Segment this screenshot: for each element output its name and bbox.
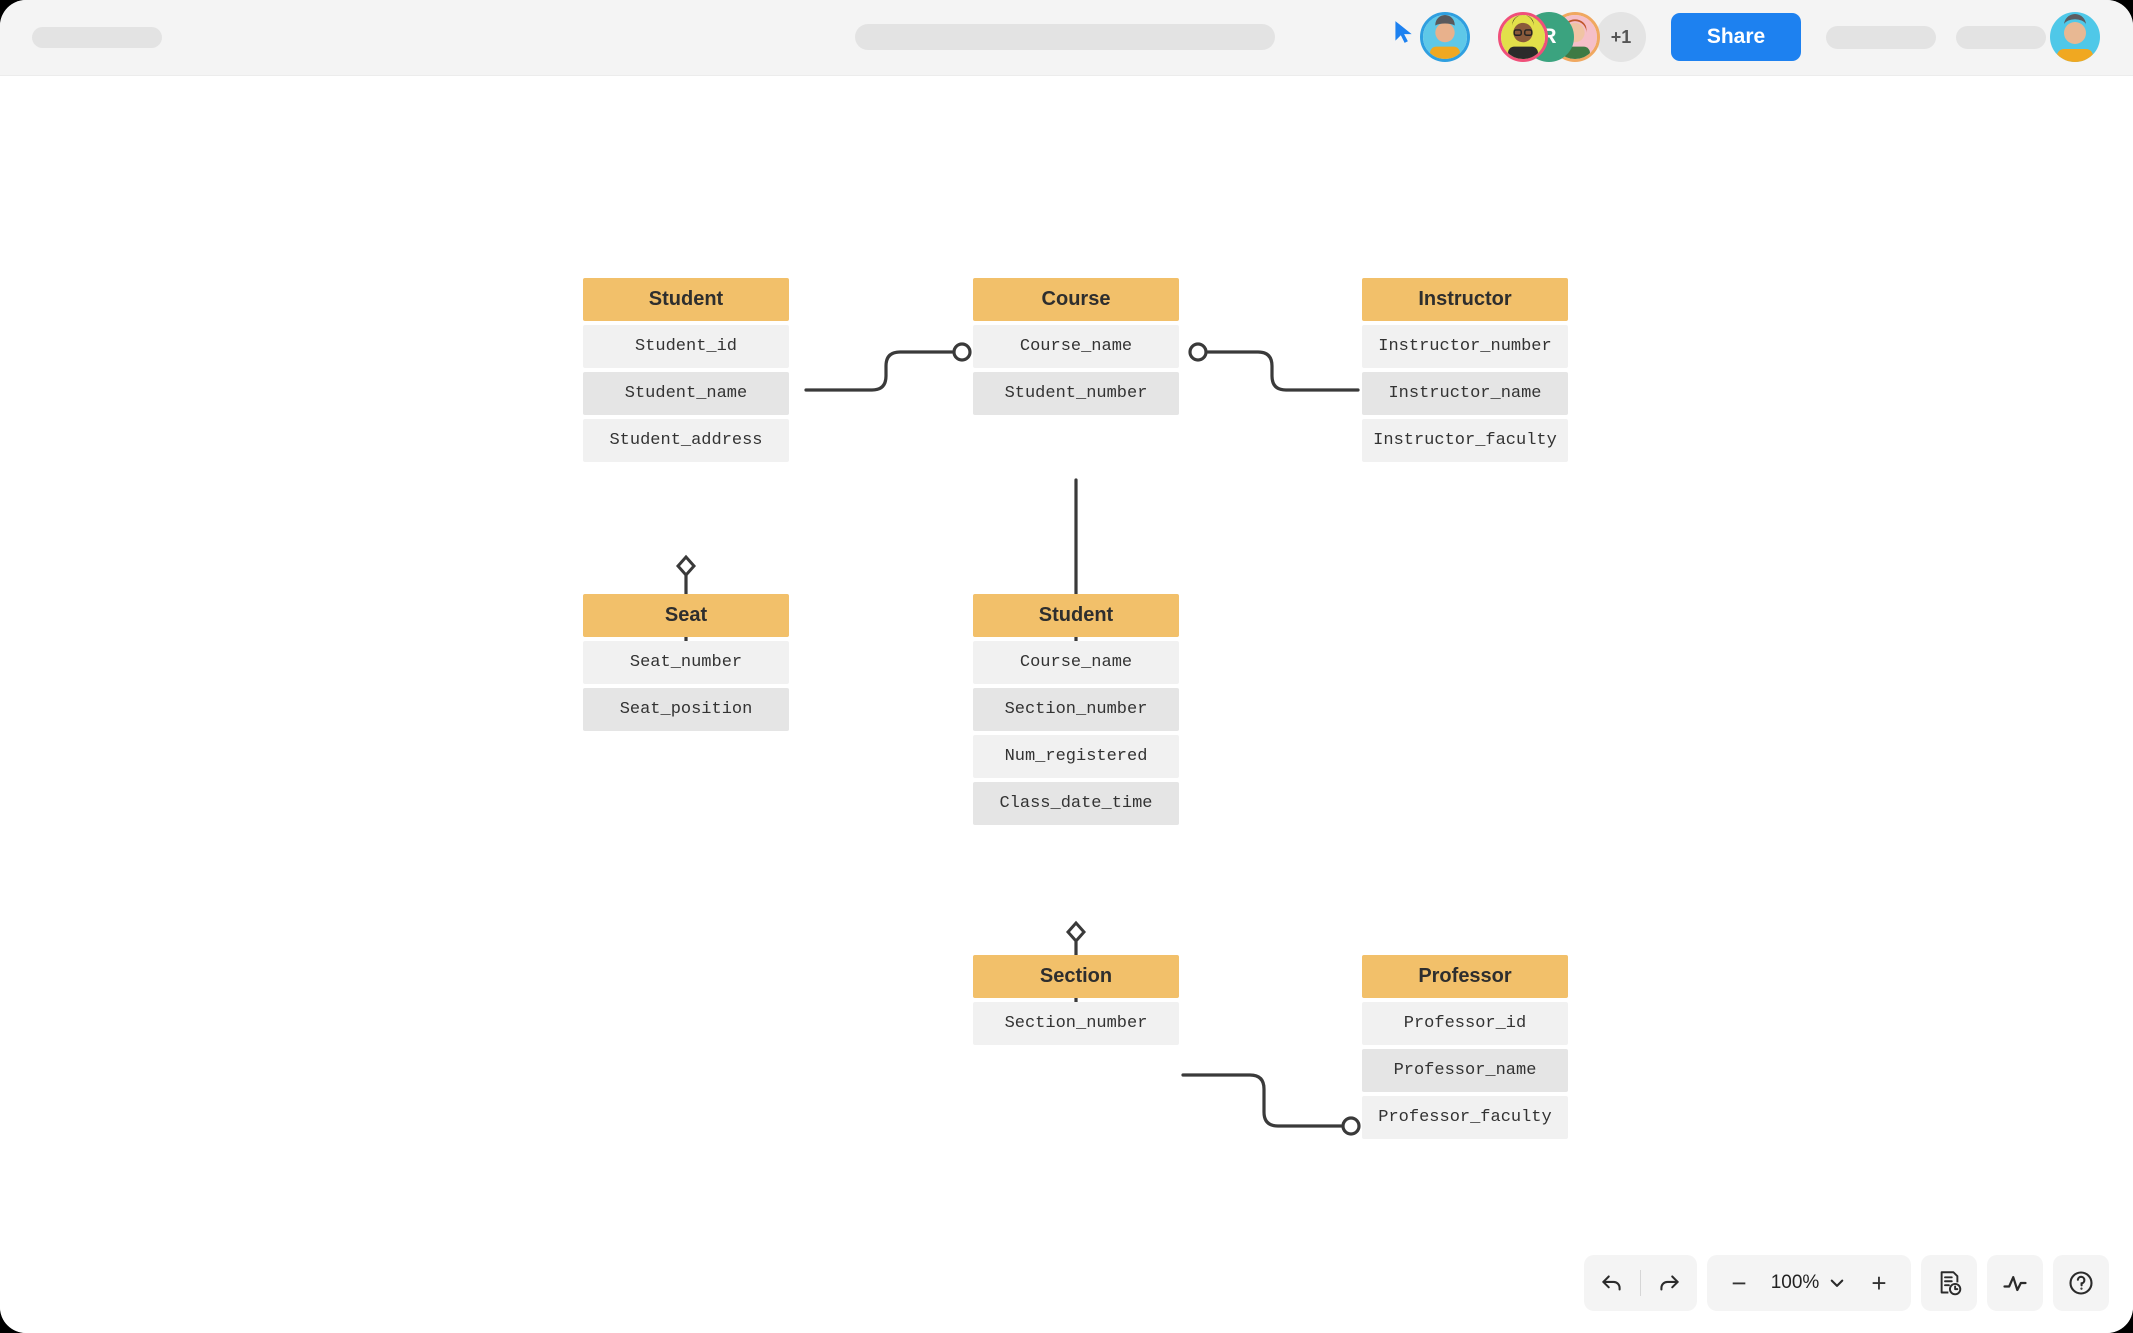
entity-title: Section: [973, 955, 1179, 998]
share-button[interactable]: Share: [1671, 13, 1801, 61]
entity-field[interactable]: Seat_number: [583, 641, 789, 684]
entity-field[interactable]: Class_date_time: [973, 782, 1179, 825]
avatar-overflow-count[interactable]: +1: [1596, 12, 1646, 62]
chevron-down-icon: [1830, 1279, 1844, 1287]
zoom-out-button[interactable]: −: [1731, 1267, 1747, 1298]
undo-redo-group: [1584, 1255, 1697, 1311]
redo-button[interactable]: [1641, 1255, 1697, 1311]
help-button[interactable]: [2053, 1255, 2109, 1311]
activity-group: [1987, 1255, 2043, 1311]
entity-title: Instructor: [1362, 278, 1568, 321]
connector-section-professor: [1181, 1073, 1343, 1128]
undo-button[interactable]: [1584, 1255, 1640, 1311]
entity-field[interactable]: Student_number: [973, 372, 1179, 415]
entity-field[interactable]: Instructor_name: [1362, 372, 1568, 415]
entity-field[interactable]: Instructor_faculty: [1362, 419, 1568, 462]
header-skeleton-right-2: [1956, 26, 2046, 49]
zoom-level-value[interactable]: 100%: [1770, 1272, 1820, 1293]
connector-diamond-marker: [675, 554, 697, 578]
history-group: [1921, 1255, 1977, 1311]
help-icon: [2069, 1271, 2093, 1295]
entity-field[interactable]: Course_name: [973, 325, 1179, 368]
entity-field[interactable]: Course_name: [973, 641, 1179, 684]
top-header-bar: R +1 Share: [0, 0, 2133, 76]
entity-field[interactable]: Num_registered: [973, 735, 1179, 778]
avatar[interactable]: [1498, 12, 1548, 62]
connector-circle-marker: [1341, 1116, 1361, 1136]
undo-icon: [1602, 1275, 1621, 1291]
history-icon: [1940, 1270, 1961, 1295]
help-group: [2053, 1255, 2109, 1311]
entity-title: Professor: [1362, 955, 1568, 998]
connector-diamond-marker: [1065, 920, 1087, 944]
header-skeleton-right-1: [1826, 26, 1936, 49]
header-skeleton-left: [32, 27, 162, 48]
activity-button[interactable]: [1987, 1255, 2043, 1311]
entity-field[interactable]: Professor_id: [1362, 1002, 1568, 1045]
zoom-dropdown-button[interactable]: [1823, 1255, 1851, 1311]
entity-title: Student: [973, 594, 1179, 637]
connector-student-course: [804, 350, 954, 392]
connector-course-instructor: [1206, 350, 1360, 392]
bottom-toolbar: − 100% +: [1584, 1255, 2109, 1311]
entity-field[interactable]: Section_number: [973, 1002, 1179, 1045]
entity-field[interactable]: Instructor_number: [1362, 325, 1568, 368]
entity-field[interactable]: Student_address: [583, 419, 789, 462]
entity-title: Seat: [583, 594, 789, 637]
zoom-in-button[interactable]: +: [1871, 1267, 1887, 1298]
avatar[interactable]: [1420, 12, 1470, 62]
entity-field[interactable]: Professor_name: [1362, 1049, 1568, 1092]
entity-field[interactable]: Professor_faculty: [1362, 1096, 1568, 1139]
connector-circle-marker: [1188, 342, 1208, 362]
activity-pulse-icon: [2003, 1276, 2027, 1292]
history-button[interactable]: [1921, 1255, 1977, 1311]
zoom-group: − 100% +: [1707, 1255, 1911, 1311]
entity-field[interactable]: Section_number: [973, 688, 1179, 731]
entity-field[interactable]: Seat_position: [583, 688, 789, 731]
entity-field[interactable]: Student_id: [583, 325, 789, 368]
entity-title: Course: [973, 278, 1179, 321]
entity-title: Student: [583, 278, 789, 321]
pointer-cursor-icon[interactable]: [1390, 19, 1416, 45]
redo-icon: [1660, 1275, 1679, 1291]
header-skeleton-center: [855, 24, 1275, 50]
connector-circle-marker: [952, 342, 972, 362]
current-user-avatar[interactable]: [2050, 12, 2100, 62]
entity-field[interactable]: Student_name: [583, 372, 789, 415]
toolbar-divider: [1640, 1270, 1641, 1296]
